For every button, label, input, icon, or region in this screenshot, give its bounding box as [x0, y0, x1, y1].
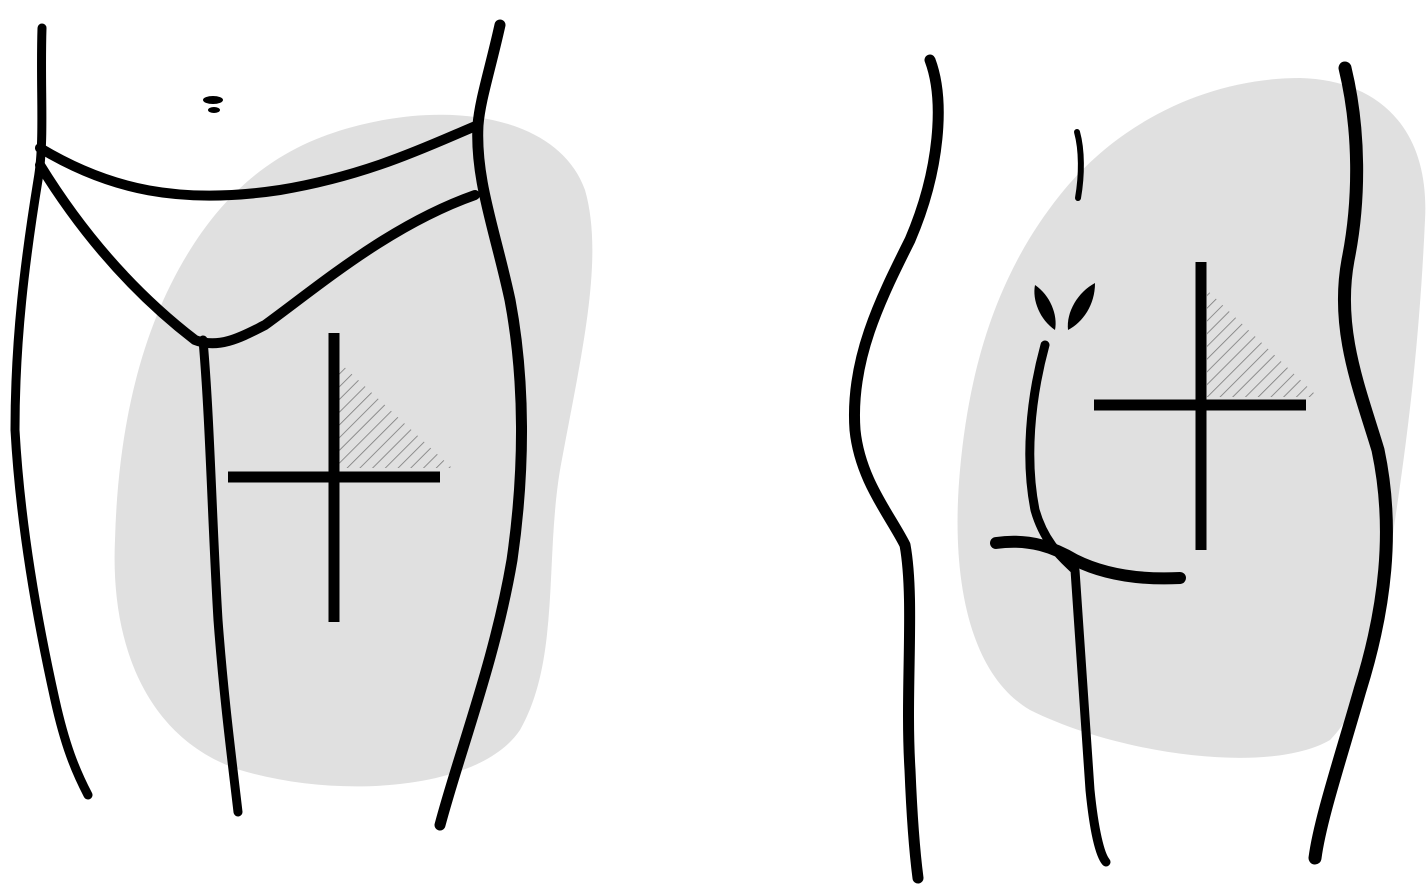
back-view-figure	[854, 60, 1425, 878]
front-left-body-contour	[15, 28, 88, 795]
back-left-side-contour	[854, 60, 938, 878]
navel-mark	[203, 96, 223, 104]
front-view-figure	[15, 25, 592, 825]
back-spine-line	[1077, 132, 1081, 198]
navel-mark-lower	[208, 107, 220, 113]
